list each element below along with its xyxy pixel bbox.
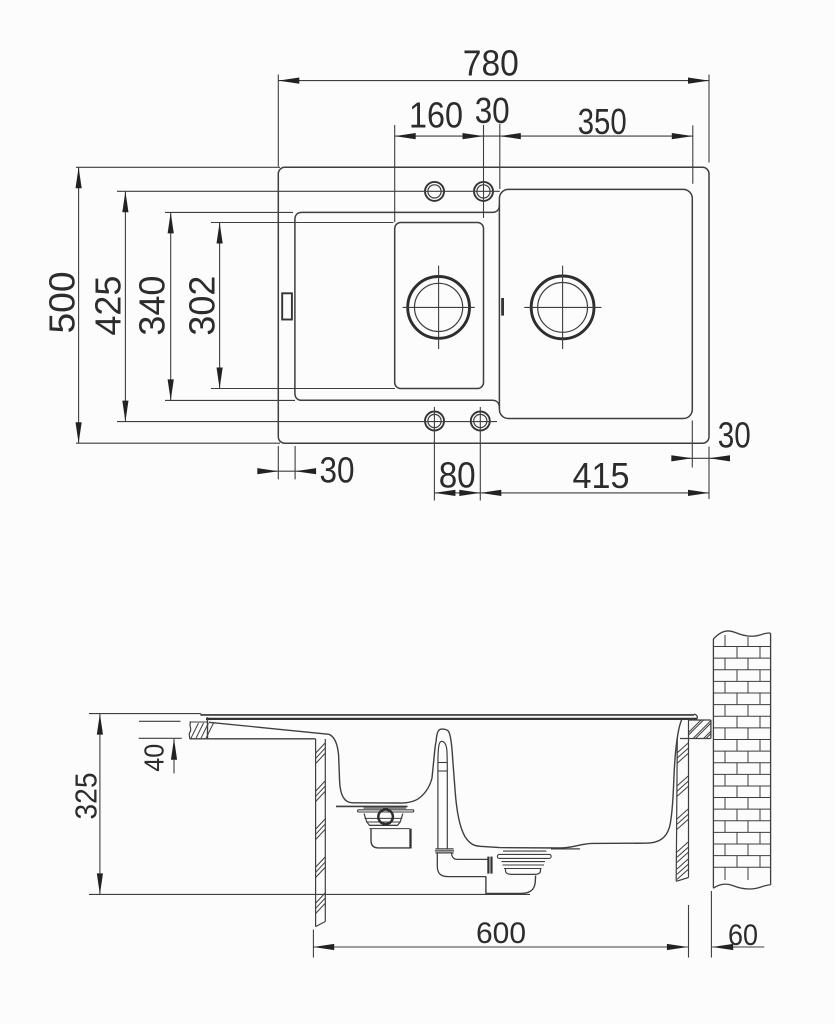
svg-text:425: 425: [88, 276, 129, 336]
svg-text:30: 30: [320, 450, 355, 491]
svg-text:500: 500: [42, 272, 83, 334]
svg-text:325: 325: [69, 773, 104, 820]
svg-text:350: 350: [578, 101, 627, 142]
svg-text:780: 780: [463, 43, 519, 84]
svg-text:40: 40: [139, 744, 170, 772]
svg-text:30: 30: [718, 415, 751, 456]
svg-text:30: 30: [475, 90, 510, 131]
svg-text:160: 160: [409, 94, 463, 135]
svg-text:415: 415: [573, 455, 630, 496]
svg-text:60: 60: [728, 919, 758, 952]
svg-text:302: 302: [182, 276, 223, 336]
svg-text:80: 80: [439, 455, 476, 496]
svg-text:340: 340: [132, 276, 173, 336]
svg-text:600: 600: [476, 917, 526, 950]
